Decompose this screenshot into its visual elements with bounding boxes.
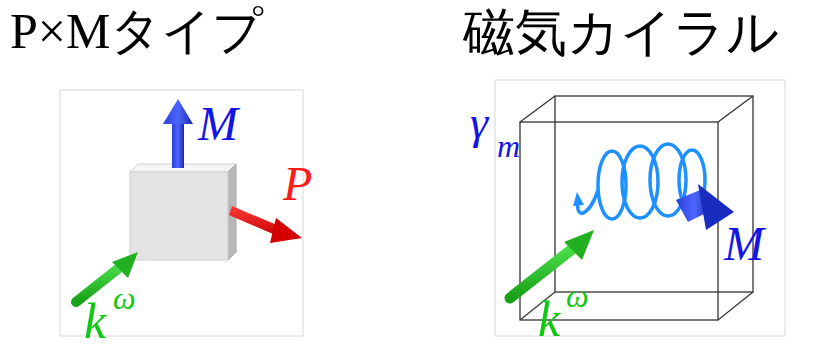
symbol-label: P bbox=[283, 160, 312, 208]
sample-slab bbox=[130, 164, 236, 260]
symbol-superscript: ω bbox=[113, 282, 136, 314]
panel-heading: P×Mタイプ bbox=[10, 6, 263, 56]
magnetization-arrow bbox=[163, 99, 193, 168]
rotation-arrowhead bbox=[573, 192, 584, 206]
panel-heading: 磁気カイラル bbox=[463, 6, 779, 58]
symbol-subscript: m bbox=[497, 130, 520, 162]
symbol-label: γ bbox=[470, 100, 488, 146]
symbol-label: k bbox=[84, 296, 106, 346]
symbol-label: M bbox=[724, 220, 764, 268]
symbol-label: k bbox=[538, 294, 560, 344]
symbol-superscript: ω bbox=[566, 280, 589, 312]
polarization-arrow bbox=[229, 206, 302, 243]
crystal-cube bbox=[520, 96, 753, 320]
symbol-label: M bbox=[198, 100, 238, 148]
